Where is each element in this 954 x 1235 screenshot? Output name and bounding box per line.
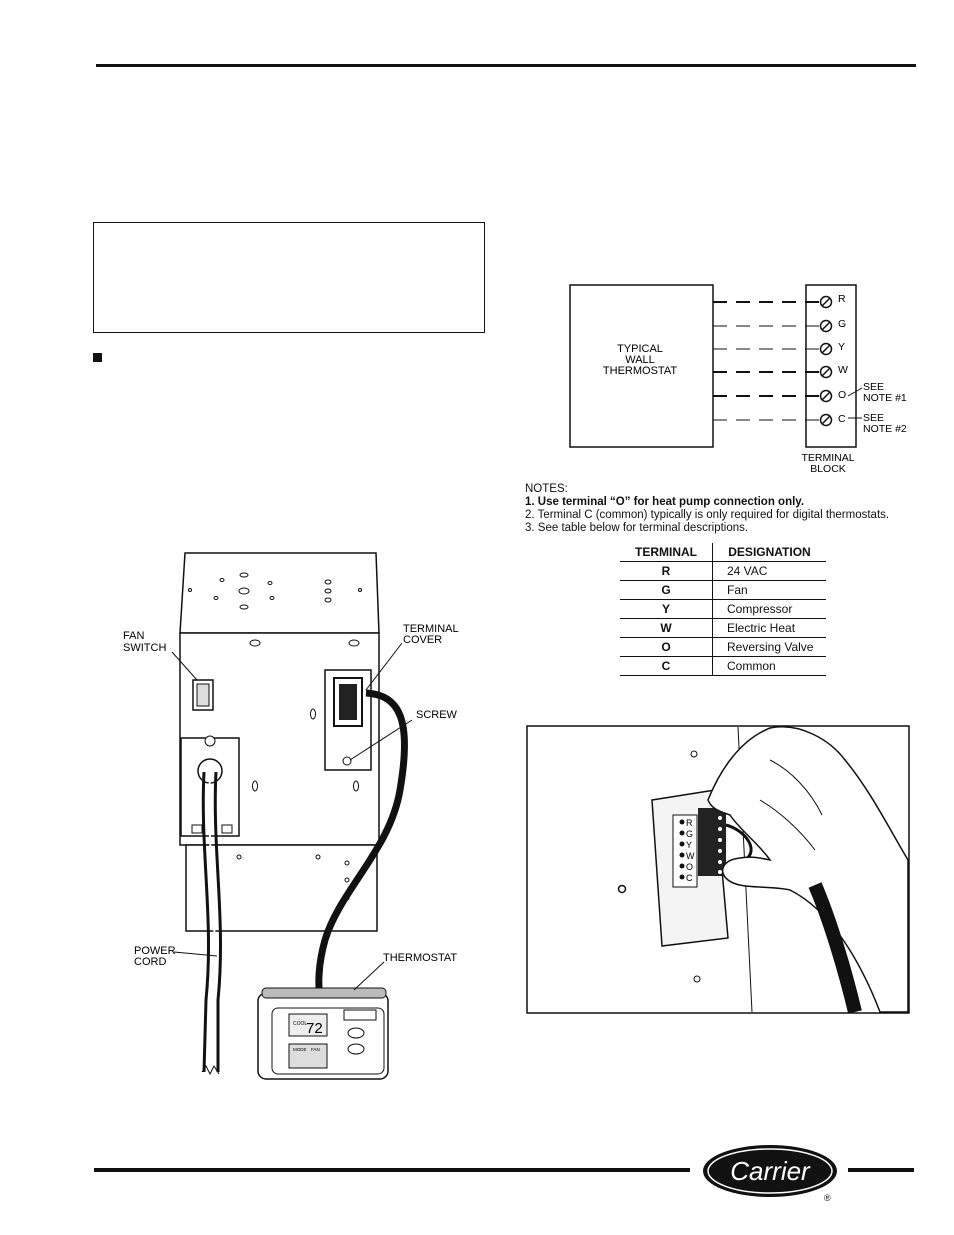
power-cord-label-2: CORD bbox=[134, 956, 166, 968]
note-2: 2. Terminal C (common) typically is only… bbox=[525, 509, 890, 521]
photo-terminal-strip bbox=[672, 814, 698, 888]
notes-heading: NOTES: bbox=[525, 483, 568, 495]
svg-text:Y: Y bbox=[686, 840, 692, 850]
screw-label: SCREW bbox=[416, 709, 458, 721]
terminal-photo: R G Y W O C bbox=[526, 725, 910, 1014]
unit-top bbox=[179, 552, 380, 634]
top-rule bbox=[96, 64, 916, 67]
thermostat-display bbox=[288, 1013, 328, 1037]
svg-text:G: G bbox=[686, 829, 693, 839]
svg-text:W: W bbox=[838, 364, 848, 376]
notes: NOTES: 1. Use terminal “O” for heat pump… bbox=[525, 483, 889, 535]
svg-text:O: O bbox=[838, 389, 846, 401]
carrier-logo-text: Carrier bbox=[730, 1156, 811, 1186]
leader-lines bbox=[171, 642, 413, 991]
svg-text:W: W bbox=[686, 851, 695, 861]
table-header-terminal: TERMINAL bbox=[620, 543, 713, 562]
screw bbox=[342, 756, 352, 766]
terminal-letters: R G Y W O C bbox=[838, 293, 848, 425]
registered-mark: ® bbox=[824, 1193, 831, 1203]
svg-text:Y: Y bbox=[838, 341, 845, 353]
unit-illustration: COOL 72 MODE FAN FAN SWITCH TERMINAL COV… bbox=[123, 552, 459, 1080]
svg-text:C: C bbox=[686, 873, 693, 883]
bottom-rule-left bbox=[94, 1168, 690, 1172]
terminal-cover-label-1: TERMINAL bbox=[403, 623, 459, 635]
photo-cable bbox=[808, 882, 862, 1014]
svg-text:R: R bbox=[686, 818, 693, 828]
terminal-block-label-1: TERMINAL bbox=[801, 452, 854, 464]
thermostat-temp: 72 bbox=[306, 1020, 323, 1037]
terminal-screws bbox=[819, 295, 833, 427]
wire-lines bbox=[713, 301, 820, 421]
thermostat-fan-btn: FAN bbox=[311, 1047, 320, 1052]
note-3: 3. See table below for terminal descript… bbox=[525, 522, 749, 534]
see-note-1b: NOTE #1 bbox=[863, 392, 907, 404]
thermostat-mode-btn: MODE bbox=[293, 1047, 307, 1052]
photo-terminal-letters: R G Y W O C bbox=[686, 818, 695, 883]
note1-arrow bbox=[847, 387, 863, 397]
notice-box bbox=[93, 222, 485, 333]
thermostat-label: THERMOSTAT bbox=[383, 952, 457, 964]
thermostat-mode: COOL bbox=[293, 1021, 307, 1027]
bottom-rule-right bbox=[848, 1168, 914, 1172]
terminal-cover-label-2: COVER bbox=[403, 634, 442, 646]
thermostat-cable bbox=[315, 689, 409, 996]
see-note-2b: NOTE #2 bbox=[863, 423, 907, 435]
terminal-block bbox=[805, 284, 857, 448]
carrier-logo: Carrier ® bbox=[703, 1145, 837, 1203]
power-cord-label-1: POWER bbox=[134, 945, 176, 957]
power-cord bbox=[201, 771, 210, 1073]
photo-hand bbox=[707, 726, 909, 1013]
svg-text:R: R bbox=[838, 293, 846, 305]
see-note-1a: SEE bbox=[863, 381, 884, 393]
thermostat-label-3: THERMOSTAT bbox=[603, 365, 677, 377]
note-1: 1. Use terminal “O” for heat pump connec… bbox=[525, 496, 805, 508]
section-bullet bbox=[93, 353, 102, 362]
svg-text:G: G bbox=[838, 318, 846, 330]
svg-text:C: C bbox=[838, 413, 846, 425]
unit-top-holes bbox=[188, 572, 362, 610]
fan-switch-label-1: FAN bbox=[123, 630, 144, 642]
terminal-block-label-2: BLOCK bbox=[810, 463, 846, 475]
thermostat-label-1: TYPICAL bbox=[617, 343, 663, 355]
thermostat-label-2: WALL bbox=[625, 354, 655, 366]
thermostat-box bbox=[569, 284, 714, 448]
svg-text:O: O bbox=[686, 862, 693, 872]
fan-switch-label-2: SWITCH bbox=[123, 642, 166, 654]
table-header-designation: DESIGNATION bbox=[712, 543, 826, 562]
wiring-diagram: TYPICAL WALL THERMOSTAT R G Y W O C SEE … bbox=[569, 284, 907, 475]
see-note-2a: SEE bbox=[863, 412, 884, 424]
